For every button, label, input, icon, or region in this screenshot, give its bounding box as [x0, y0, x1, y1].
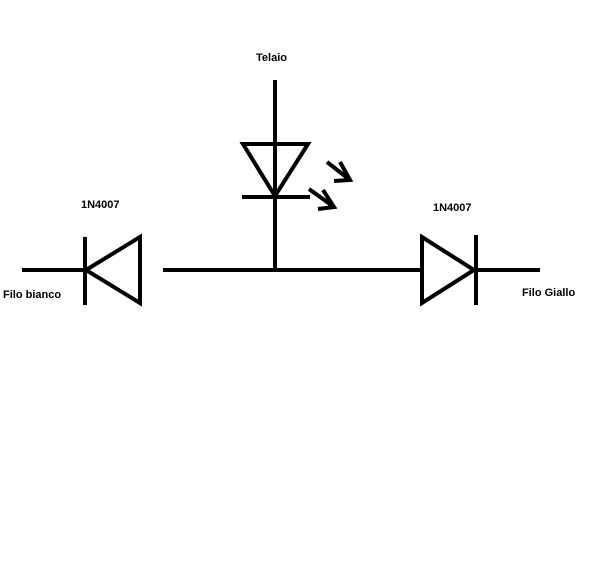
left-diode-triangle	[82, 233, 142, 307]
right-wire-label: Filo Giallo	[522, 287, 576, 299]
right-diode-triangle	[420, 233, 478, 307]
light-arrow-icon	[325, 160, 354, 183]
left-wire-label: Filo bianco	[3, 289, 62, 301]
right-diode-label: 1N4007	[433, 202, 472, 214]
left-diode-label: 1N4007	[81, 199, 120, 211]
led-triangle	[239, 142, 312, 200]
telaio-label: Telaio	[256, 52, 287, 64]
light-arrow-icon	[307, 187, 338, 211]
